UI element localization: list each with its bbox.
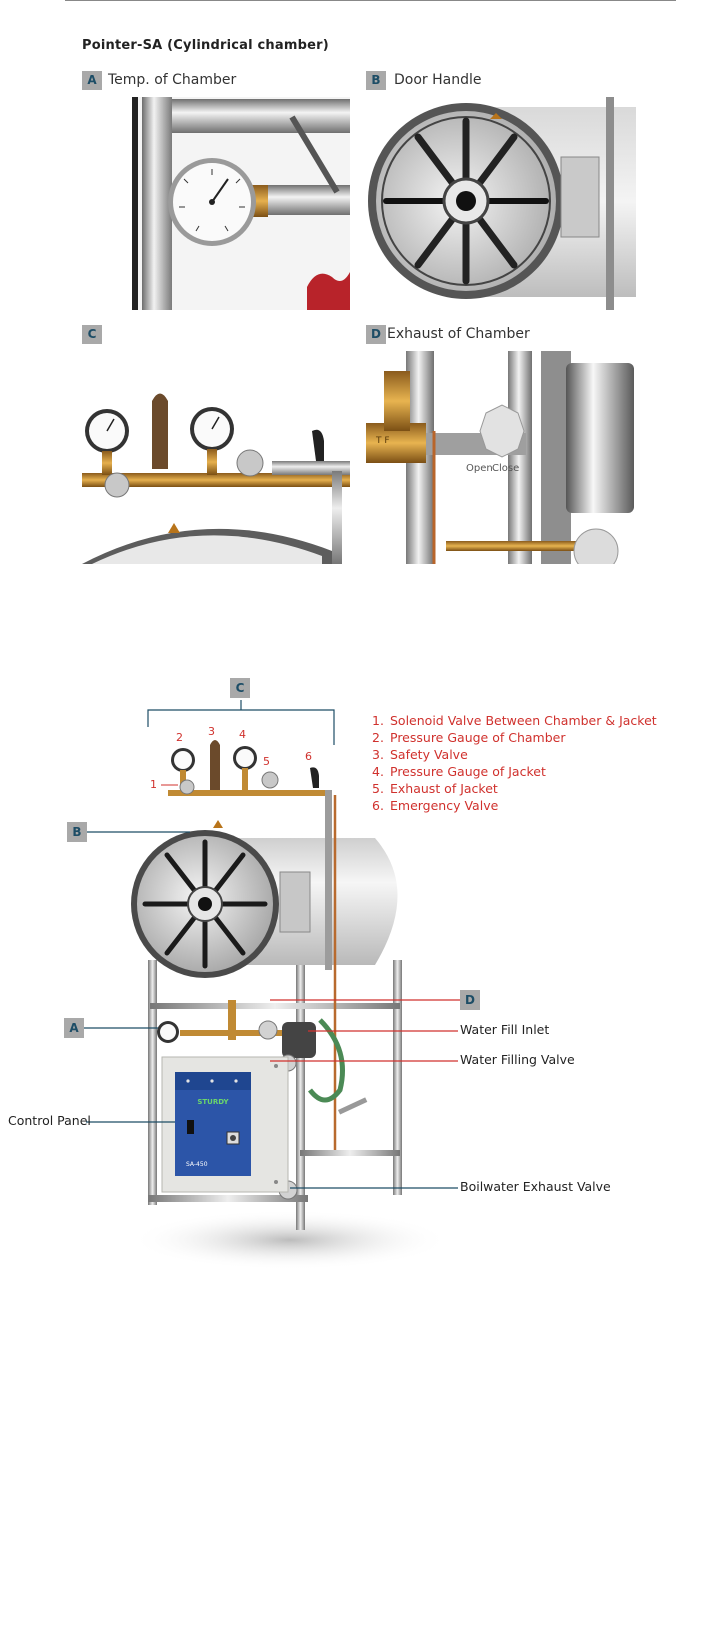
panel-brand: STURDY <box>197 1098 229 1106</box>
diagram-number-2: 2 <box>176 731 183 744</box>
panel-b-badge: B <box>366 70 386 90</box>
panel-b-title: Door Handle <box>394 72 482 88</box>
diagram-number-3: 3 <box>208 725 215 738</box>
photo-door-handle <box>366 97 636 310</box>
diagram-badge-d: D <box>460 990 480 1010</box>
panel-c-caption: C <box>82 324 108 344</box>
diagram-badge-b: B <box>67 822 87 842</box>
callout-water-filling-valve: Water Filling Valve <box>460 1052 575 1067</box>
diagram-number-5: 5 <box>263 755 270 768</box>
valve-brand-label: T F <box>375 436 390 446</box>
panel-a-title: Temp. of Chamber <box>108 72 237 88</box>
diagram-badge-a: A <box>64 1018 84 1038</box>
callout-control-panel: Control Panel <box>8 1113 91 1128</box>
panel-d-caption: D Exhaust of Chamber <box>366 324 530 344</box>
section-title: Pointer-SA (Cylindrical chamber) <box>82 38 329 53</box>
diagram-number-4: 4 <box>239 728 246 741</box>
legend-item: 5.Exhaust of Jacket <box>372 781 498 796</box>
photo-exhaust-valve: Open Close T F <box>366 351 634 564</box>
top-rule <box>65 0 676 1</box>
legend-item: 3.Safety Valve <box>372 747 468 762</box>
legend-item: 1.Solenoid Valve Between Chamber & Jacke… <box>372 713 657 728</box>
valve-open-label: Open <box>466 463 493 474</box>
panel-d-badge: D <box>366 324 386 344</box>
diagram-number-1: 1 <box>150 778 157 791</box>
panel-model: SA-450 <box>186 1161 208 1168</box>
valve-close-label: Close <box>492 463 519 474</box>
legend-item: 2.Pressure Gauge of Chamber <box>372 730 566 745</box>
panel-a-badge: A <box>82 70 102 90</box>
legend-item: 4.Pressure Gauge of Jacket <box>372 764 546 779</box>
panel-c-badge: C <box>82 324 102 344</box>
callout-water-fill-inlet: Water Fill Inlet <box>460 1022 550 1037</box>
autoclave-diagram: STURDY SA-450 C B A D <box>0 670 724 1290</box>
diagram-badge-c: C <box>230 678 250 698</box>
diagram-number-6: 6 <box>305 750 312 763</box>
panel-b-caption: B Door Handle <box>366 70 482 90</box>
panel-a-caption: A Temp. of Chamber <box>82 70 236 90</box>
component-legend: 1.Solenoid Valve Between Chamber & Jacke… <box>372 712 657 814</box>
legend-item: 6.Emergency Valve <box>372 798 499 813</box>
callout-boilwater-exhaust-valve: Boilwater Exhaust Valve <box>460 1179 611 1194</box>
photo-top-gauges <box>82 351 350 564</box>
panel-d-title: Exhaust of Chamber <box>387 326 530 342</box>
photo-temp-gauge <box>132 97 350 310</box>
